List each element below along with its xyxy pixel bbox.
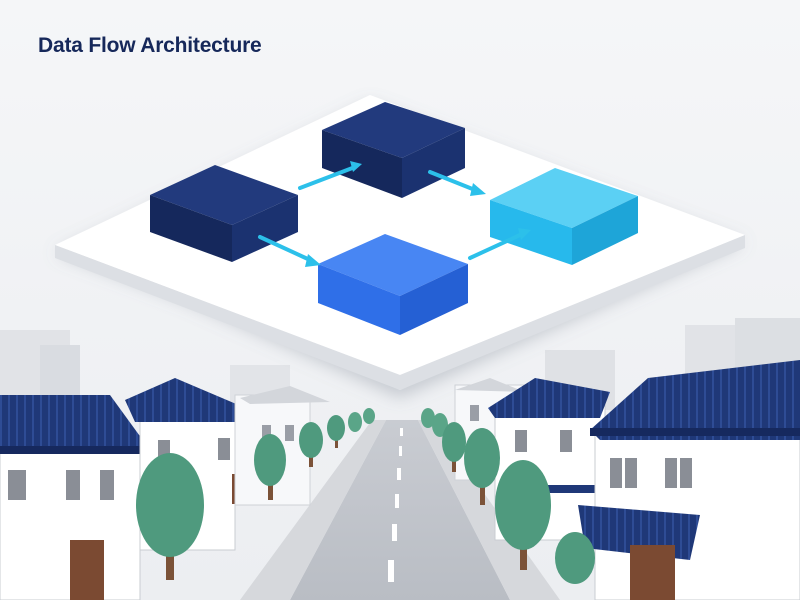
tree-icon — [495, 460, 551, 570]
road-markings — [388, 428, 403, 582]
right-houses — [454, 360, 800, 600]
tree-icon — [327, 415, 345, 448]
arrow-icon — [298, 161, 362, 190]
tree-icon — [136, 453, 204, 580]
node-right — [490, 168, 638, 265]
node-bottom — [318, 234, 468, 335]
trees — [136, 408, 595, 584]
tree-icon — [442, 422, 466, 472]
tree-icon — [254, 434, 286, 500]
left-houses — [0, 378, 330, 600]
arrow-icon — [258, 235, 321, 267]
tree-icon — [348, 408, 375, 432]
node-left — [150, 165, 298, 262]
house-icon — [0, 395, 150, 600]
page-title: Data Flow Architecture — [38, 34, 262, 57]
tree-icon — [555, 532, 595, 584]
arrow-icon — [468, 228, 531, 260]
arrows — [258, 161, 531, 267]
house-icon — [578, 360, 800, 600]
tree-icon — [299, 422, 323, 467]
arrow-icon — [428, 170, 486, 196]
tree-icon — [464, 428, 500, 505]
